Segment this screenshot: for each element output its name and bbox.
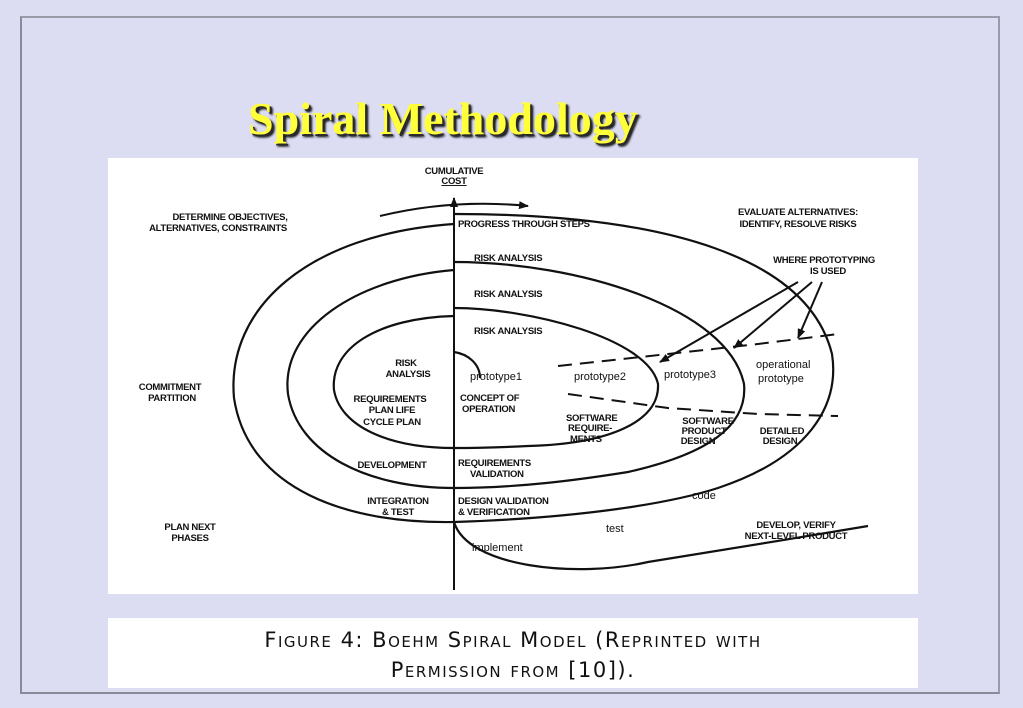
develop-verify-label-2: NEXT-LEVEL PRODUCT — [745, 531, 848, 542]
commitment-partition-label-2: PARTITION — [148, 393, 196, 404]
determine-objectives-label-2: ALTERNATIVES, CONSTRAINTS — [149, 223, 287, 234]
concept-of-operation-label: CONCEPT OF — [460, 393, 520, 404]
software-product-design-label-2: PRODUCT — [682, 426, 727, 437]
test-label: test — [606, 523, 624, 535]
figure-caption: Figure 4: Boehm Spiral Model (Reprinted … — [108, 618, 918, 688]
software-product-design-label-3: DESIGN — [681, 436, 716, 447]
spiral-loop-center — [453, 350, 482, 379]
axis-label-cost: COST — [441, 176, 467, 187]
prototyping-label: WHERE PROTOTYPING — [773, 255, 875, 266]
design-validation-label-2: & VERIFICATION — [458, 507, 530, 518]
detailed-design-label: DETAILED — [760, 426, 805, 437]
risk-analysis-center-label: RISK — [395, 358, 417, 369]
prototype-dashed-line-upper — [557, 333, 839, 367]
requirements-plan-label-3: CYCLE PLAN — [363, 417, 421, 428]
plan-next-phases-label-2: PHASES — [171, 533, 208, 544]
implement-label: implement — [472, 542, 523, 554]
plan-next-phases-label: PLAN NEXT — [164, 522, 216, 533]
prototype2-label: prototype2 — [574, 371, 626, 383]
figure-caption-line-2: Permission from [10]). — [390, 658, 636, 682]
progress-arrow — [379, 201, 529, 217]
prototype1-label: prototype1 — [470, 371, 522, 383]
spiral-loop-inner — [332, 306, 660, 450]
requirements-validation-label: REQUIREMENTS — [458, 458, 531, 469]
slide-title: Spiral Methodology — [248, 93, 638, 144]
evaluate-alternatives-label: EVALUATE ALTERNATIVES: — [738, 207, 858, 218]
spiral-tail — [452, 521, 869, 571]
software-requirements-label-3: MENTS — [570, 434, 602, 445]
integration-test-label-2: & TEST — [382, 507, 414, 518]
operational-prototype-label: operational — [756, 359, 810, 371]
requirements-validation-label-2: VALIDATION — [470, 469, 524, 480]
spiral-loop-outer — [232, 212, 835, 524]
concept-of-operation-label-2: OPERATION — [462, 404, 516, 415]
software-product-design-label: SOFTWARE — [682, 416, 733, 427]
axis-label-cumulative: CUMULATIVE — [425, 166, 484, 177]
requirements-plan-label-2: PLAN LIFE — [369, 405, 415, 416]
evaluate-alternatives-label-2: IDENTIFY, RESOLVE RISKS — [740, 219, 857, 230]
risk-analysis-center-label-2: ANALYSIS — [386, 369, 431, 380]
software-requirements-label-2: REQUIRE- — [568, 423, 612, 434]
prototyping-arrow-2 — [733, 281, 813, 349]
design-validation-label: DESIGN VALIDATION — [458, 496, 549, 507]
spiral-loop-middle — [286, 260, 746, 490]
prototyping-arrow-3 — [797, 281, 823, 339]
prototype-dashed-line-lower — [567, 393, 839, 417]
risk-analysis-outer-label: RISK ANALYSIS — [474, 253, 542, 264]
spiral-diagram-panel: CUMULATIVE COST PROGRESS THROUGH STEPS D… — [108, 158, 918, 594]
integration-test-label: INTEGRATION — [367, 496, 429, 507]
operational-prototype-label-2: prototype — [758, 373, 804, 385]
risk-analysis-middle-label: RISK ANALYSIS — [474, 289, 542, 300]
develop-verify-label: DEVELOP, VERIFY — [756, 520, 836, 531]
progress-label: PROGRESS THROUGH STEPS — [458, 219, 590, 230]
software-requirements-label: SOFTWARE — [566, 413, 617, 424]
prototyping-arrow-1 — [659, 281, 799, 363]
commitment-partition-label: COMMITMENT — [139, 382, 202, 393]
determine-objectives-label: DETERMINE OBJECTIVES, — [172, 212, 287, 223]
requirements-plan-label: REQUIREMENTS — [354, 394, 427, 405]
detailed-design-label-2: DESIGN — [763, 436, 798, 447]
risk-analysis-inner-label: RISK ANALYSIS — [474, 326, 542, 337]
prototyping-label-2: IS USED — [810, 266, 846, 277]
development-plan-label: DEVELOPMENT — [357, 460, 427, 471]
code-label: code — [692, 490, 716, 502]
figure-caption-line-1: Figure 4: Boehm Spiral Model (Reprinted … — [264, 628, 762, 652]
prototype3-label: prototype3 — [664, 369, 716, 381]
slide-frame — [20, 16, 1000, 694]
spiral-model-diagram: CUMULATIVE COST PROGRESS THROUGH STEPS D… — [139, 166, 875, 590]
